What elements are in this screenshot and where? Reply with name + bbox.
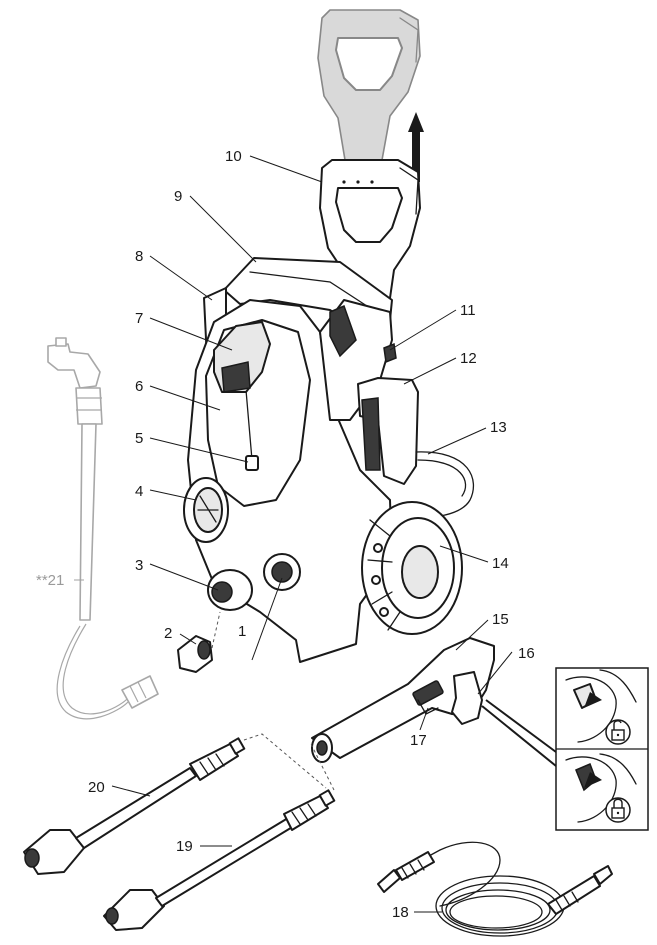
guide-lines (243, 733, 335, 791)
label-18: 18 (392, 904, 409, 921)
label-17: 17 (410, 732, 427, 749)
spray-lance-19 (103, 789, 336, 931)
label-2: 2 (164, 625, 172, 642)
trigger-gun (311, 637, 495, 763)
label-16: 16 (518, 645, 535, 662)
pressure-washer-body (183, 257, 474, 663)
arrow-up-icon (408, 112, 424, 182)
label-19: 19 (176, 838, 193, 855)
part-number-labels: 1 2 3 4 5 6 7 8 9 10 11 12 13 14 15 16 1… (36, 148, 535, 921)
label-20: 20 (88, 779, 105, 796)
lock-icon (605, 797, 631, 823)
handle-extended (317, 9, 421, 161)
label-4: 4 (135, 483, 143, 500)
trigger-lock-inset (555, 667, 649, 831)
hose-adapter (177, 611, 221, 673)
label-13: 13 (490, 419, 507, 436)
label-3: 3 (135, 557, 143, 574)
label-1: 1 (238, 623, 246, 640)
label-11: 11 (460, 302, 476, 319)
label-21: **21 (36, 572, 64, 589)
leader-lines (74, 155, 513, 913)
label-15: 15 (492, 611, 509, 628)
label-5: 5 (135, 430, 143, 447)
label-9: 9 (174, 188, 182, 205)
high-pressure-hose (377, 841, 613, 937)
unlock-icon (605, 719, 631, 745)
label-10: 10 (225, 148, 242, 165)
spray-lance-20 (23, 737, 246, 875)
label-14: 14 (492, 555, 509, 572)
garden-hose-ghost (47, 337, 159, 720)
label-7: 7 (135, 310, 143, 327)
label-12: 12 (460, 350, 477, 367)
inset-connector-lines (481, 699, 557, 767)
label-6: 6 (135, 378, 143, 395)
label-8: 8 (135, 248, 143, 265)
